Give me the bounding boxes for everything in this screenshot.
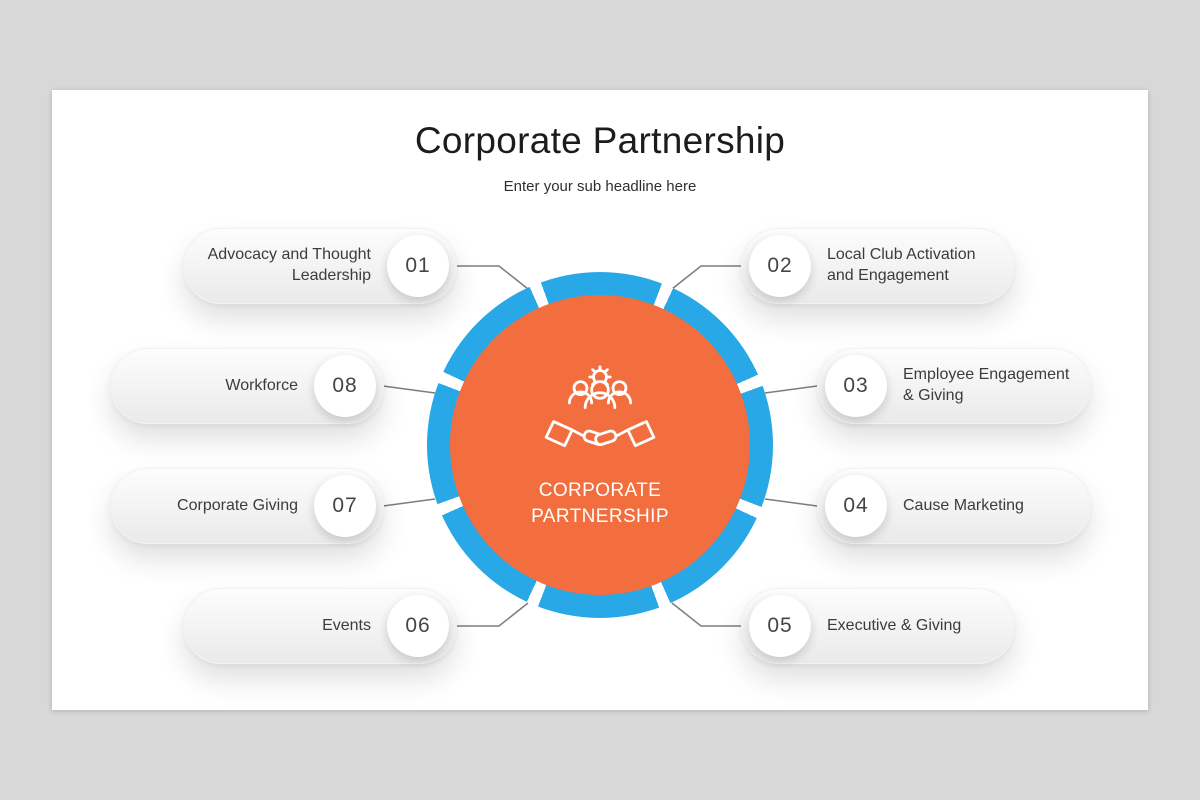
item-label: Local Club Activation and Engagement (827, 246, 976, 284)
item-number: 06 (405, 614, 431, 637)
connector-line (671, 265, 743, 290)
item-label: Employee Engagement & Giving (903, 366, 1070, 404)
item-number-badge: 03 (825, 355, 887, 417)
item-number: 02 (767, 254, 793, 277)
connector-lines (382, 265, 818, 627)
item-number-badge: 06 (387, 595, 449, 657)
slide-canvas: Corporate Partnership Enter your sub hea… (52, 90, 1148, 710)
item-pill-08: Workforce 08 (110, 348, 384, 424)
slide-header: Corporate Partnership Enter your sub hea… (52, 120, 1148, 195)
connector-line (764, 498, 818, 507)
item-number: 08 (332, 374, 358, 397)
item-pill-01: Advocacy and Thought Leadership 01 (183, 228, 457, 304)
item-number-badge: 05 (749, 595, 811, 657)
item-pill-05: 05 Executive & Giving (741, 588, 1015, 664)
center-label: CORPORATE PARTNERSHIP (531, 480, 669, 527)
item-number: 07 (332, 494, 358, 517)
partnership-handshake-icon (544, 365, 656, 448)
item-number-badge: 07 (314, 475, 376, 537)
item-number: 05 (767, 614, 793, 637)
item-pill-06: Events 06 (183, 588, 457, 664)
item-pill-07: Corporate Giving 07 (110, 468, 384, 544)
center-circle: CORPORATE PARTNERSHIP (427, 272, 773, 618)
slide-title: Corporate Partnership (414, 120, 786, 161)
item-number-badge: 08 (314, 355, 376, 417)
item-pill-03: 03 Employee Engagement & Giving (817, 348, 1091, 424)
connector-line (457, 602, 529, 627)
item-label: Workforce (225, 376, 298, 394)
center-disc: CORPORATE PARTNERSHIP (450, 295, 750, 595)
item-number-badge: 02 (749, 235, 811, 297)
item-pill-04: 04 Cause Marketing (817, 468, 1091, 544)
item-number-badge: 04 (825, 475, 887, 537)
item-number-badge: 01 (387, 235, 449, 297)
slide-subtitle: Enter your sub headline here (503, 178, 697, 195)
connector-line (671, 602, 743, 627)
item-number: 04 (843, 494, 869, 517)
connector-line (457, 265, 529, 290)
item-label: Cause Marketing (903, 496, 1024, 514)
item-label: Executive & Giving (827, 616, 962, 634)
connector-line (764, 385, 818, 394)
item-label: Corporate Giving (177, 496, 298, 514)
connector-line (382, 385, 436, 394)
item-label: Events (322, 616, 371, 634)
item-number: 03 (843, 374, 869, 397)
item-label: Advocacy and Thought Leadership (207, 246, 371, 284)
connector-line (382, 498, 436, 507)
item-pill-02: 02 Local Club Activation and Engagement (741, 228, 1015, 304)
item-number: 01 (405, 254, 431, 277)
